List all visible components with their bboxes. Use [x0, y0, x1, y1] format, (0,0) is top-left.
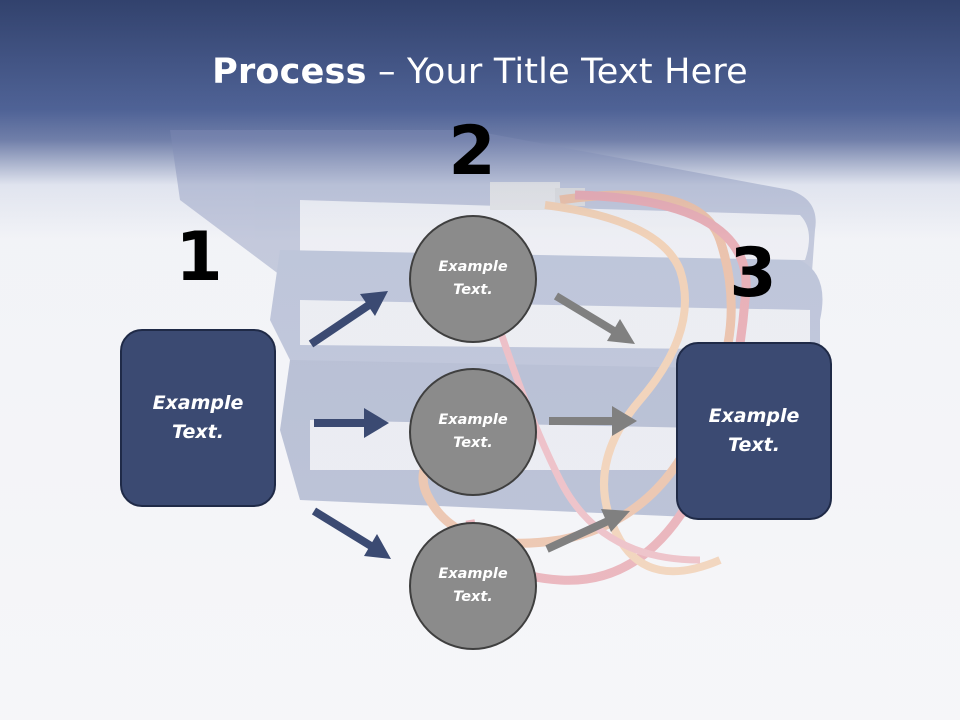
slide-title: Process – Your Title Text Here — [0, 52, 960, 92]
arrow-up-right — [308, 301, 372, 348]
step-number-1: 1 — [175, 218, 223, 297]
arrow-down-right — [311, 507, 374, 550]
title-bold: Process — [212, 52, 367, 92]
step-1-box: Example Text. — [120, 329, 276, 507]
arrow-gray-down-right-head — [607, 319, 635, 344]
step-2-circle-middle: Example Text. — [409, 368, 537, 496]
step-number-3: 3 — [729, 234, 777, 313]
step-2-circle-top: Example Text. — [409, 215, 537, 343]
step-3-text: Example Text. — [708, 405, 800, 456]
step-number-2: 2 — [448, 112, 496, 191]
circle-bottom-text: Example Text. — [438, 566, 508, 605]
arrow-gray-up-right — [545, 517, 610, 553]
arrow-gray-up-right-head — [601, 509, 630, 532]
arrow-gray-right-head — [612, 406, 637, 436]
arrow-down-right-head — [364, 534, 391, 559]
arrow-up-right-head — [360, 291, 388, 316]
title-rest: – Your Title Text Here — [366, 52, 748, 92]
circle-middle-text: Example Text. — [438, 412, 508, 451]
arrow-right-head — [364, 408, 389, 438]
circle-top-text: Example Text. — [438, 259, 508, 298]
step-1-text: Example Text. — [152, 392, 244, 443]
step-2-circle-bottom: Example Text. — [409, 522, 537, 650]
arrow-gray-down-right — [553, 292, 617, 335]
step-3-box: Example Text. — [676, 342, 832, 520]
